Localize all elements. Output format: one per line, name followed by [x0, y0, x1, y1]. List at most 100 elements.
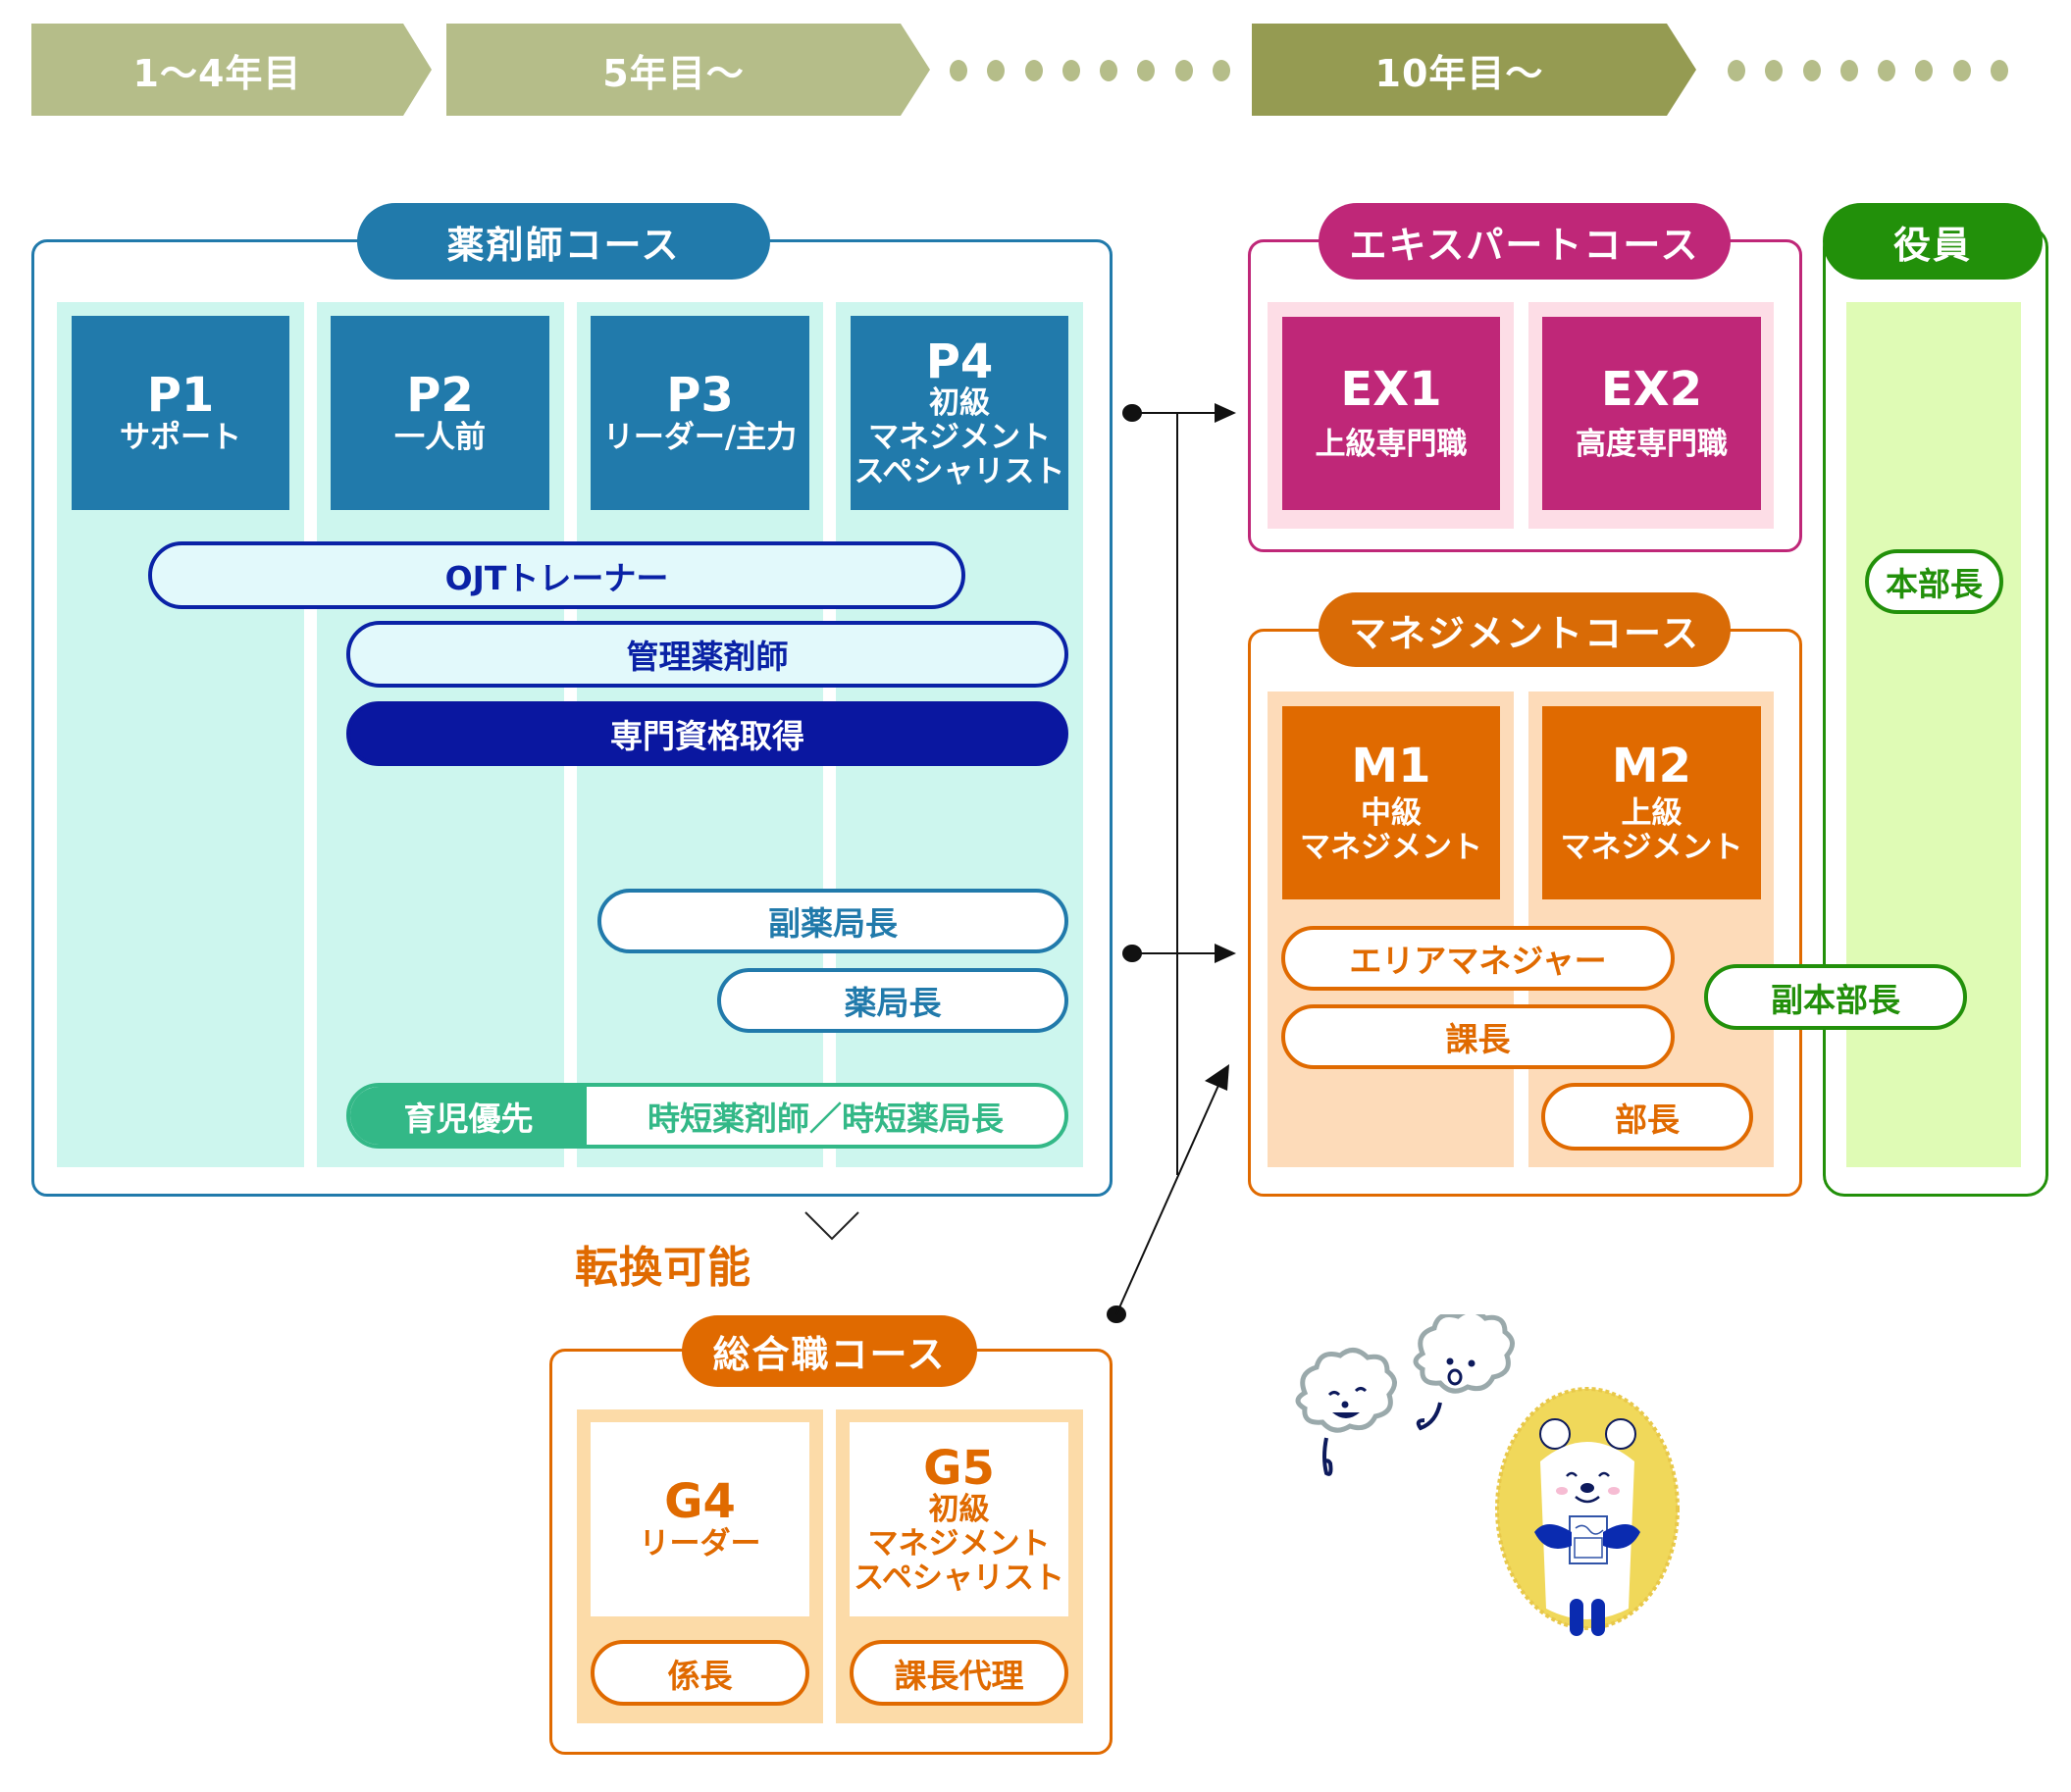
timeline-stage-label: 5年目〜 — [602, 51, 745, 95]
grade-description: スペシャリスト — [854, 1560, 1064, 1596]
dot — [1765, 60, 1784, 81]
dot — [1174, 60, 1193, 81]
role-managing-pharmacist: 管理薬剤師 — [346, 621, 1068, 688]
grade-description: マネジメント — [867, 1525, 1051, 1562]
role-deputy-pharmacy-manager: 副薬局長 — [597, 889, 1068, 953]
chevron-down-icon — [804, 1211, 859, 1241]
grade-code: P4 — [925, 333, 994, 389]
grade-code: P2 — [406, 368, 474, 424]
grade-p4: P4 初級 マネジメント スペシャリスト — [851, 316, 1068, 510]
timeline-stage-label: 1〜4年目 — [132, 51, 302, 95]
grade-code: EX2 — [1600, 361, 1703, 417]
grade-code: EX1 — [1340, 361, 1442, 417]
role-deputy-section-manager: 課長代理 — [850, 1640, 1068, 1706]
role-label: エリアマネジャー — [1349, 942, 1607, 980]
general-course-title: 総合職コース — [682, 1315, 977, 1387]
course-title-text: エキスパートコース — [1349, 223, 1700, 267]
role-specialist-qualification: 専門資格取得 — [346, 701, 1068, 766]
role-subsection-chief: 係長 — [591, 1640, 809, 1706]
role-label: 副本部長 — [1771, 980, 1900, 1019]
role-label: 係長 — [667, 1656, 733, 1695]
role-label: 薬局長 — [844, 984, 942, 1022]
grade-code: P3 — [666, 368, 734, 424]
grade-description: マネジメント — [1300, 829, 1482, 865]
dot — [950, 60, 967, 81]
role-division-head: 本部長 — [1865, 549, 2003, 614]
grade-code: P1 — [146, 368, 215, 424]
dot — [1878, 60, 1896, 81]
timeline-ellipsis-dots — [1728, 60, 2008, 81]
grade-description: 初級 — [929, 385, 990, 422]
childcare-roles: 時短薬剤師／時短薬局長 — [647, 1099, 1004, 1138]
arrow-head-icon — [1215, 944, 1236, 963]
role-label: OJTトレーナー — [444, 558, 669, 597]
grade-code: G5 — [923, 1440, 995, 1496]
bear-mascot-icon — [1495, 1387, 1680, 1636]
role-label: 本部長 — [1886, 565, 1983, 603]
role-section-manager: 課長 — [1281, 1004, 1675, 1069]
grade-p1: P1 サポート — [72, 316, 289, 510]
grade-g4: G4 リーダー — [591, 1422, 809, 1616]
timeline-stage-1-4-years: 1〜4年目 — [31, 24, 403, 116]
childcare-tag: 育児優先 — [350, 1087, 587, 1145]
dot — [1728, 60, 1745, 81]
role-pharmacy-manager: 薬局長 — [717, 968, 1068, 1033]
conversion-note: 転換可能 — [575, 1243, 751, 1293]
grade-ex2: EX2 高度専門職 — [1542, 317, 1761, 510]
course-title-text: 薬剤師コース — [446, 223, 681, 267]
management-course-title: マネジメントコース — [1319, 592, 1731, 667]
dot — [1915, 60, 1934, 81]
role-label: 課長 — [1445, 1020, 1511, 1058]
dot — [1990, 60, 2008, 81]
executive-title: 役員 — [1823, 203, 2043, 280]
role-department-manager: 部長 — [1541, 1083, 1753, 1151]
timeline-stage-5-years: 5年目〜 — [446, 24, 901, 116]
grade-m2: M2 上級 マネジメント — [1542, 706, 1761, 899]
dot — [1061, 60, 1080, 81]
timeline-arrow-tip — [901, 24, 930, 116]
grade-description: サポート — [120, 419, 241, 455]
role-label: 管理薬剤師 — [626, 638, 789, 676]
role-label: 課長代理 — [894, 1656, 1024, 1695]
dot — [1100, 60, 1118, 81]
timeline-ellipsis-dots — [950, 60, 1230, 81]
grade-p2: P2 一人前 — [331, 316, 549, 510]
timeline-stage-10-years: 10年目〜 — [1252, 24, 1667, 116]
expert-course-title: エキスパートコース — [1319, 203, 1731, 280]
cloud-character-icon — [1413, 1314, 1515, 1431]
grade-p3: P3 リーダー/主力 — [591, 316, 809, 510]
grade-description: リーダー — [639, 1525, 761, 1562]
arrow-head-icon — [1215, 403, 1236, 423]
dot — [1212, 60, 1230, 81]
role-childcare-priority: 育児優先 時短薬剤師／時短薬局長 — [346, 1083, 1068, 1149]
role-area-manager: エリアマネジャー — [1281, 926, 1675, 991]
grade-description: 上級専門職 — [1315, 427, 1468, 463]
grade-description: 中級 — [1361, 794, 1422, 831]
course-title-text: マネジメントコース — [1348, 611, 1701, 655]
mascot-illustration — [1295, 1314, 1680, 1636]
executive-inner — [1846, 302, 2021, 1167]
dot — [1839, 60, 1858, 81]
cloud-character-icon — [1295, 1348, 1397, 1476]
grade-description: リーダー/主力 — [602, 419, 798, 455]
grade-description: 一人前 — [394, 419, 486, 455]
dot — [1137, 60, 1156, 81]
grade-g5: G5 初級 マネジメント スペシャリスト — [850, 1422, 1068, 1616]
grade-description: 上級 — [1621, 794, 1683, 831]
role-label: 副薬局長 — [768, 904, 898, 943]
grade-description: スペシャリスト — [854, 453, 1065, 489]
course-connectors — [1107, 403, 1236, 1323]
dot — [987, 60, 1006, 81]
grade-ex1: EX1 上級専門職 — [1282, 317, 1500, 510]
grade-description: マネジメント — [868, 419, 1051, 455]
timeline-arrow-tip — [1667, 24, 1696, 116]
grade-code: M2 — [1611, 738, 1692, 794]
dot — [1024, 60, 1043, 81]
arrow-head-icon — [1205, 1064, 1229, 1091]
connector-general-to-management — [1115, 1080, 1221, 1315]
dot — [1952, 60, 1971, 81]
course-title-text: 役員 — [1892, 223, 1972, 267]
role-deputy-division-head: 副本部長 — [1704, 964, 1967, 1030]
pharmacist-course-title: 薬剤師コース — [357, 203, 770, 280]
grade-description: 初級 — [928, 1492, 990, 1528]
